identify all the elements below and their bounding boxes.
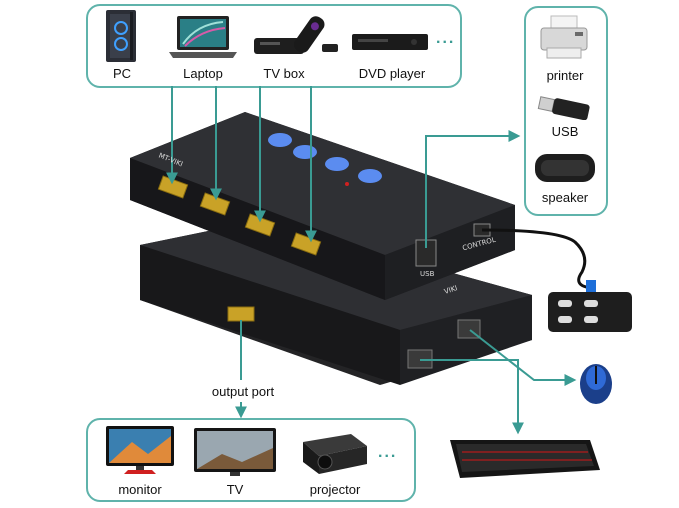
output-port-label: output port (211, 384, 275, 399)
control-pad-icon (548, 292, 632, 332)
outputs-more-indicator: ... (378, 444, 398, 461)
usb-port-label: USB (420, 270, 435, 278)
peripheral-label-usb: USB (551, 124, 579, 139)
speaker-icon (535, 154, 595, 182)
monitor-icon (106, 426, 174, 474)
output-label-monitor: monitor (118, 482, 162, 497)
mouse-icon (580, 364, 612, 404)
pc-icon (106, 10, 136, 62)
upper-switch-unit (130, 112, 515, 300)
output-label-projector: projector (309, 482, 361, 497)
keyboard-icon (450, 440, 600, 478)
tv-box-icon (254, 16, 338, 54)
source-label-pc: PC (112, 66, 132, 81)
tv-icon (194, 428, 276, 476)
laptop-icon (169, 16, 237, 58)
peripheral-label-printer: printer (546, 68, 584, 83)
peripheral-label-speaker: speaker (541, 190, 589, 205)
sources-more-indicator: ... (436, 30, 456, 47)
output-label-tv: TV (226, 482, 244, 497)
usb-drive-icon (537, 96, 590, 120)
projector-icon (303, 434, 367, 474)
source-label-tv-box: TV box (263, 66, 305, 81)
source-label-laptop: Laptop (183, 66, 223, 81)
source-label-dvd-player: DVD player (358, 66, 426, 81)
dvd-player-icon (352, 34, 428, 50)
printer-icon (540, 15, 588, 59)
